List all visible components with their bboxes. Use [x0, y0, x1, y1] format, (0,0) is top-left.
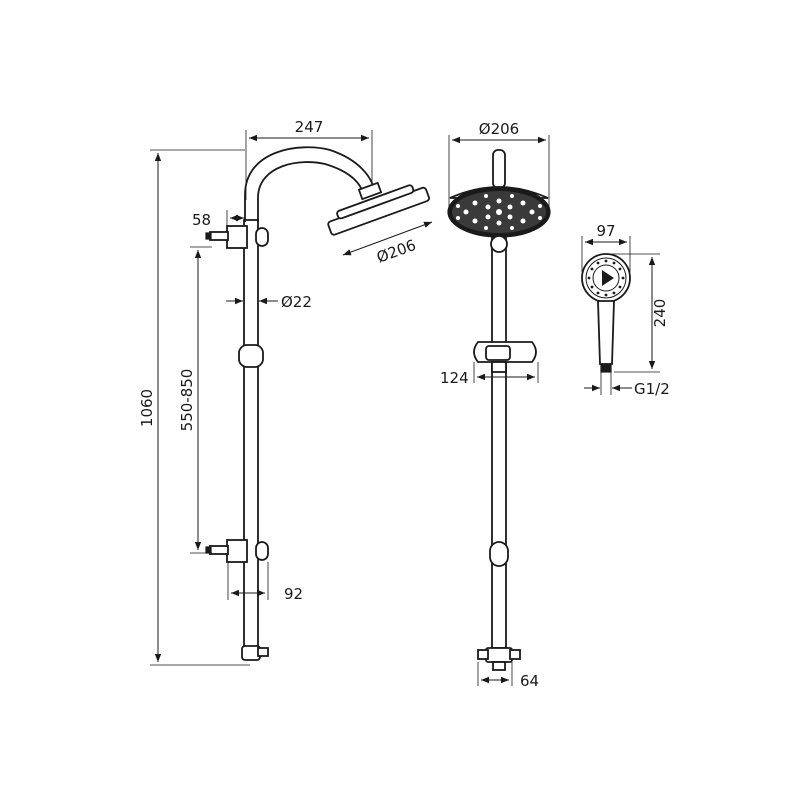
front-lower-knob	[489, 541, 509, 567]
side-riser-pipe	[243, 219, 259, 649]
dim-bracket-offset-label: 58	[192, 211, 211, 229]
hand-shower-view: 97 240 G1/2	[581, 222, 670, 398]
side-diverter	[241, 645, 269, 661]
dim-head-diameter-side-line	[342, 221, 433, 256]
front-slider	[473, 341, 537, 373]
dim-bracket-spacing-label: 550-850	[178, 369, 196, 432]
dim-hand-shower-width-label: 97	[596, 222, 615, 240]
side-top-bracket	[205, 225, 269, 249]
dim-overall-height-label: 1060	[138, 389, 156, 427]
hand-shower-handle	[597, 300, 615, 365]
dim-head-diameter-front-label: Ø206	[479, 120, 519, 138]
side-bottom-bracket	[205, 539, 269, 563]
front-view: Ø206 124 64	[440, 120, 551, 690]
dim-arm-reach-label: 247	[295, 118, 324, 136]
dim-hand-shower-length-label: 240	[651, 299, 669, 328]
side-arch-arm	[244, 146, 375, 222]
dim-bracket-depth-label: 92	[284, 585, 303, 603]
hand-shower-play-icon	[602, 270, 614, 286]
side-head-connector	[357, 181, 383, 201]
dim-slider-width-label: 124	[440, 369, 469, 387]
dim-diverter-width-label: 64	[520, 672, 539, 690]
front-diverter	[477, 647, 521, 671]
dim-connection-thread-label: G1/2	[634, 380, 670, 398]
side-slider	[238, 344, 264, 368]
front-shower-head	[447, 186, 551, 253]
dim-pipe-diameter-label: Ø22	[281, 293, 312, 311]
front-riser-pipe	[491, 237, 507, 649]
side-view: 1060 247 Ø206 58 Ø22 550-850 92	[138, 118, 433, 666]
